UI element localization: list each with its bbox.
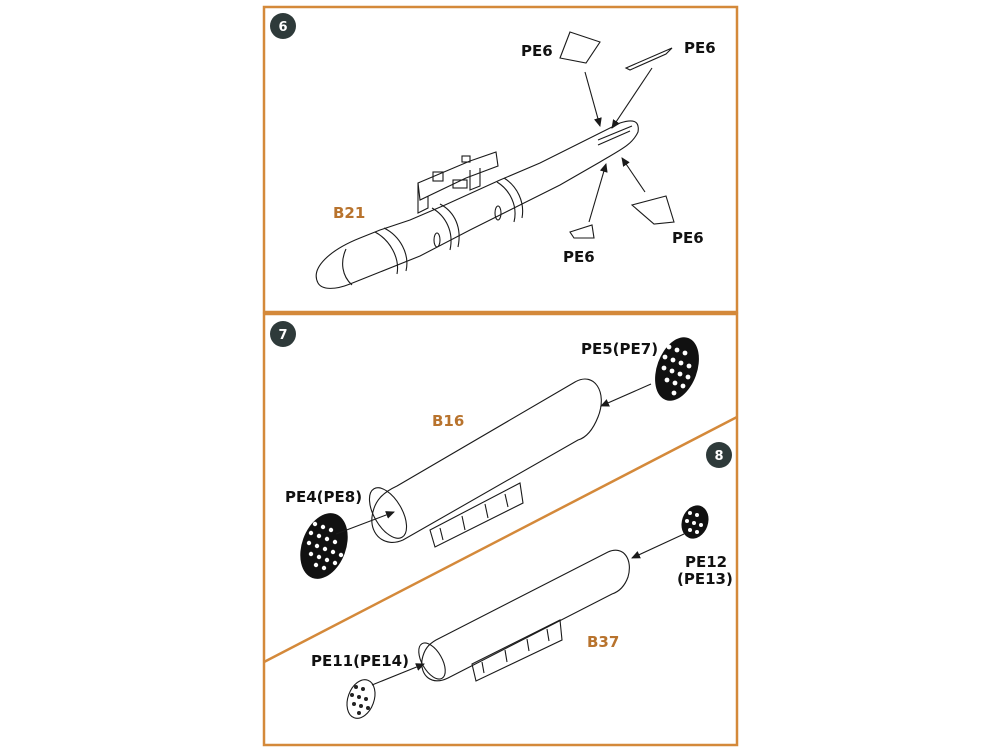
rocket-pod-b16 bbox=[368, 378, 602, 548]
step7-8-frame bbox=[262, 312, 739, 747]
step7-badge: 7 bbox=[270, 321, 296, 347]
pe5-label: PE5(PE7) bbox=[581, 340, 658, 358]
pe6-fin-top-left bbox=[559, 31, 601, 64]
pe6-label-3: PE6 bbox=[672, 229, 704, 247]
pe11-label: PE11(PE14) bbox=[311, 652, 409, 670]
pe6-label-4: PE6 bbox=[563, 248, 595, 266]
part-label-b37: B37 bbox=[587, 633, 619, 651]
pe12-label-line2: (PE13) bbox=[677, 570, 733, 588]
pe12-arrow bbox=[631, 533, 685, 559]
step8-number: 8 bbox=[714, 449, 723, 464]
step6-frame bbox=[262, 5, 739, 314]
mesh-disc-pe11 bbox=[346, 679, 376, 719]
pe12-label-line1: PE12 bbox=[685, 553, 727, 571]
pe4-label: PE4(PE8) bbox=[285, 488, 362, 506]
step8-badge: 8 bbox=[706, 442, 732, 468]
step-divider bbox=[263, 415, 738, 664]
step7-number: 7 bbox=[278, 328, 287, 343]
pe6-arrow-1 bbox=[584, 71, 602, 127]
part-label-b16: B16 bbox=[432, 412, 464, 430]
pe6-fin-bottom-left bbox=[569, 224, 595, 239]
pe6-fin-bottom-right bbox=[630, 195, 675, 225]
pe6-arrow-4 bbox=[588, 163, 608, 223]
pe11-arrow bbox=[371, 663, 425, 686]
mesh-disc-pe5 bbox=[655, 337, 699, 401]
pe6-arrow-2 bbox=[611, 67, 653, 129]
mesh-disc-pe4 bbox=[300, 513, 348, 579]
step6-number: 6 bbox=[278, 20, 287, 35]
mesh-disc-pe12 bbox=[681, 505, 709, 539]
pe6-label-2: PE6 bbox=[684, 39, 716, 57]
part-label-b21: B21 bbox=[333, 204, 365, 222]
pe6-fin-top-right bbox=[624, 47, 673, 71]
rocket-pod-b37 bbox=[418, 549, 630, 682]
pe6-label-1: PE6 bbox=[521, 42, 553, 60]
step6-badge: 6 bbox=[270, 13, 296, 39]
pe6-arrow-3 bbox=[621, 157, 646, 193]
pe4-arrow bbox=[335, 511, 395, 535]
pe5-arrow bbox=[600, 383, 652, 407]
drop-tank-b21 bbox=[315, 120, 639, 289]
